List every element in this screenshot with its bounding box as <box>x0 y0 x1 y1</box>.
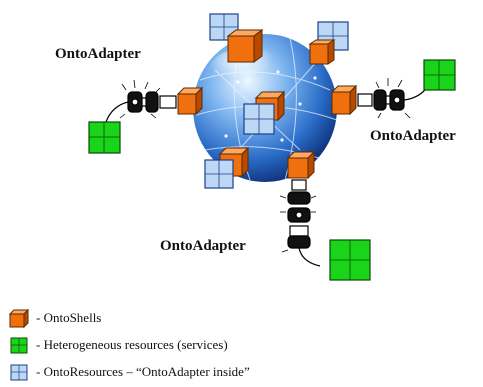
legend: - OntoShells - Heterogeneous resources (… <box>8 306 478 387</box>
blue-cube-icon <box>10 364 28 381</box>
onto-adapter-label-right: OntoAdapter <box>370 128 456 144</box>
legend-label: - Heterogeneous resources (services) <box>36 337 228 352</box>
plug-connector-left-icon <box>105 79 177 123</box>
orange-cube-icon <box>8 308 30 328</box>
legend-label: - OntoResources – “OntoAdapter inside” <box>36 364 250 379</box>
onto-resource-cube-center <box>243 103 275 135</box>
resource-cube-bottom <box>329 239 371 281</box>
legend-item-heterogeneous-resources: - Heterogeneous resources (services) <box>8 333 478 360</box>
onto-shell-cube-top <box>226 29 264 63</box>
onto-shell-cube-left <box>176 86 204 116</box>
legend-item-onto-shells: - OntoShells <box>8 306 478 333</box>
onto-shell-cube-top-right <box>308 39 336 65</box>
onto-shell-cube-bottom <box>286 150 316 180</box>
onto-resource-cube-bottom-left <box>204 159 234 189</box>
onto-shell-cube-right <box>330 84 358 116</box>
resource-cube-right <box>423 59 456 91</box>
legend-item-onto-resources: - OntoResources – “OntoAdapter inside” <box>8 360 478 387</box>
onto-adapter-label-bottom: OntoAdapter <box>160 238 246 254</box>
green-cube-icon <box>10 337 28 354</box>
legend-label: - OntoShells <box>36 310 102 325</box>
resource-cube-left <box>88 121 121 154</box>
onto-adapter-label-top-left: OntoAdapter <box>55 46 141 62</box>
ontology-network-diagram <box>88 13 456 281</box>
plug-connector-right-icon <box>357 78 429 119</box>
plug-connector-bottom-icon <box>279 179 321 267</box>
